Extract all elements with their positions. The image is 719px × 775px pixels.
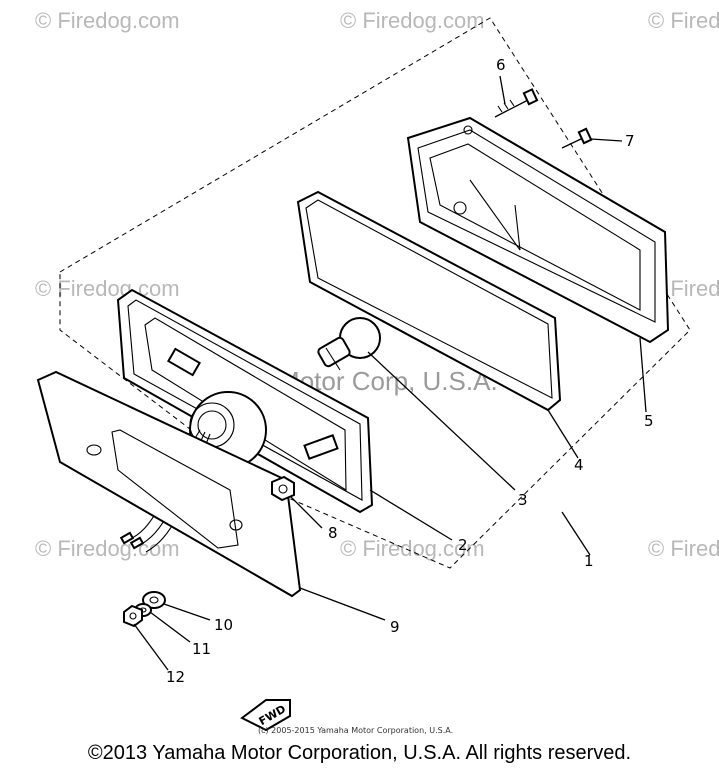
lens-housing	[406, 116, 670, 344]
small-copyright: (c) 2005-2015 Yamaha Motor Corporation, …	[258, 726, 453, 735]
callout-11: 11	[192, 640, 211, 658]
callout-5: 5	[644, 412, 654, 430]
watermark-top-right: © Firedog.com	[648, 8, 719, 33]
callout-6: 6	[496, 56, 506, 74]
assembly-outline	[59, 17, 691, 569]
watermark-low-right: © Firedog.com	[648, 536, 719, 561]
mounting-plate	[36, 370, 302, 598]
screw-7	[561, 127, 593, 149]
callout-2: 2	[458, 536, 468, 554]
leader-lines	[133, 75, 647, 671]
watermark-mid-left: © Firedog.com	[35, 276, 180, 301]
watermark-top-left: © Firedog.com	[35, 8, 180, 33]
gasket	[296, 190, 562, 412]
callout-8: 8	[328, 524, 338, 542]
callout-4: 4	[574, 456, 584, 474]
washer-10	[142, 591, 166, 609]
bulb	[317, 317, 381, 371]
callout-3: 3	[518, 491, 528, 509]
callout-9: 9	[390, 618, 400, 636]
callout-10: 10	[214, 616, 233, 634]
copyright-notice: ©2013 Yamaha Motor Corporation, U.S.A. A…	[87, 742, 632, 764]
watermark-top-center: © Firedog.com	[340, 8, 485, 33]
callout-12: 12	[166, 668, 185, 686]
screw-6	[494, 88, 539, 118]
watermark-low-left: © Firedog.com	[35, 536, 180, 561]
callout-1: 1	[584, 552, 594, 570]
nut-8	[271, 475, 295, 502]
nut-12	[123, 604, 143, 628]
callout-7: 7	[625, 132, 635, 150]
watermark-low-center: © Firedog.com	[340, 536, 485, 561]
